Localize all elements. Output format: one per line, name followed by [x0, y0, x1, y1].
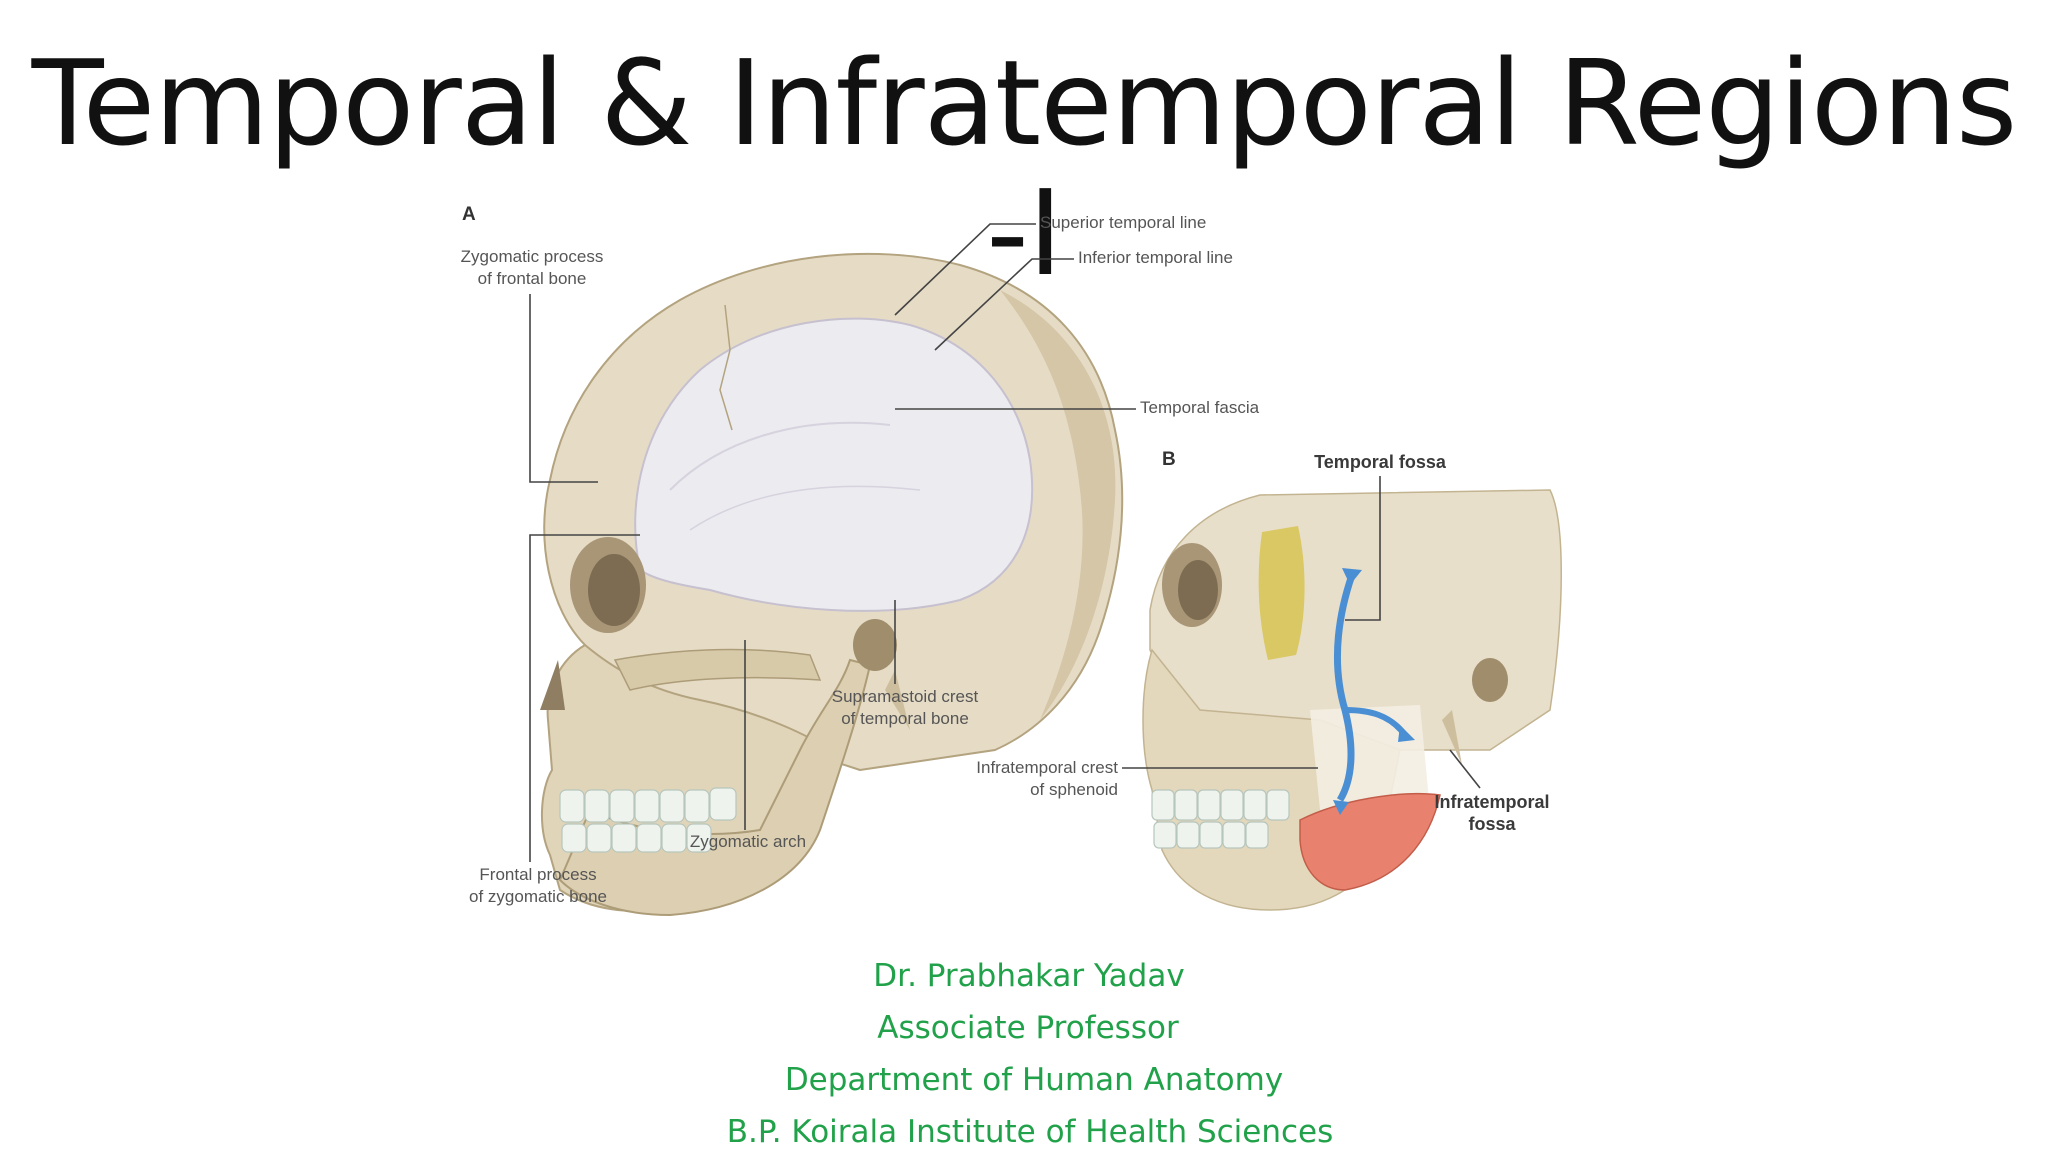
label-zygomatic-arch: Zygomatic arch	[690, 832, 806, 851]
panel-a-letter: A	[462, 204, 476, 225]
skull-figure: A Zygomatic process of frontal bone Supe…	[440, 190, 1580, 940]
panel-b-letter: B	[1162, 449, 1176, 470]
panel-b-skull	[1140, 489, 1562, 930]
label-infratemporal-fossa-line1: Infratemporal	[1434, 792, 1549, 812]
leader-frontal-process	[529, 534, 640, 862]
author-department: Department of Human Anatomy	[784, 1062, 1284, 1098]
slide-title: Temporal & Infratemporal Regions -I	[31, 34, 2018, 302]
label-superior-temporal-line: Superior temporal line	[1040, 213, 1206, 232]
author-credits: Dr. Prabhakar Yadav Associate Professor …	[0, 950, 2048, 1158]
label-frontal-process-line2: of zygomatic bone	[469, 887, 607, 906]
leader-infratemporal-fossa	[1449, 749, 1481, 789]
leader-temporal-fossa	[1345, 476, 1381, 621]
label-inferior-temporal-line: Inferior temporal line	[1078, 248, 1233, 267]
leader-zygomatic-process	[529, 294, 598, 483]
label-infratemporal-fossa-line2: fossa	[1468, 814, 1516, 834]
author-position: Associate Professor	[877, 1010, 1179, 1046]
author-name: Dr. Prabhakar Yadav	[873, 958, 1185, 994]
leader-superior-temporal-line	[894, 223, 1036, 316]
label-supramastoid-line1: Supramastoid crest	[832, 687, 979, 706]
leader-inferior-temporal-line	[934, 258, 1074, 351]
label-supramastoid-line2: of temporal bone	[841, 709, 969, 728]
label-zygomatic-process-line2: of frontal bone	[478, 269, 587, 288]
label-temporal-fascia: Temporal fascia	[1140, 398, 1260, 417]
label-infratemporal-crest-line2: of sphenoid	[1030, 780, 1118, 799]
label-zygomatic-process-line1: Zygomatic process	[461, 247, 604, 266]
panel-a-skull	[540, 252, 1124, 917]
author-institute: B.P. Koirala Institute of Health Science…	[726, 1114, 1334, 1150]
label-frontal-process-line1: Frontal process	[479, 865, 596, 884]
label-temporal-fossa: Temporal fossa	[1314, 452, 1447, 472]
skull-illustration: A Zygomatic process of frontal bone Supe…	[461, 204, 1562, 930]
label-infratemporal-crest-line1: Infratemporal crest	[976, 758, 1118, 777]
